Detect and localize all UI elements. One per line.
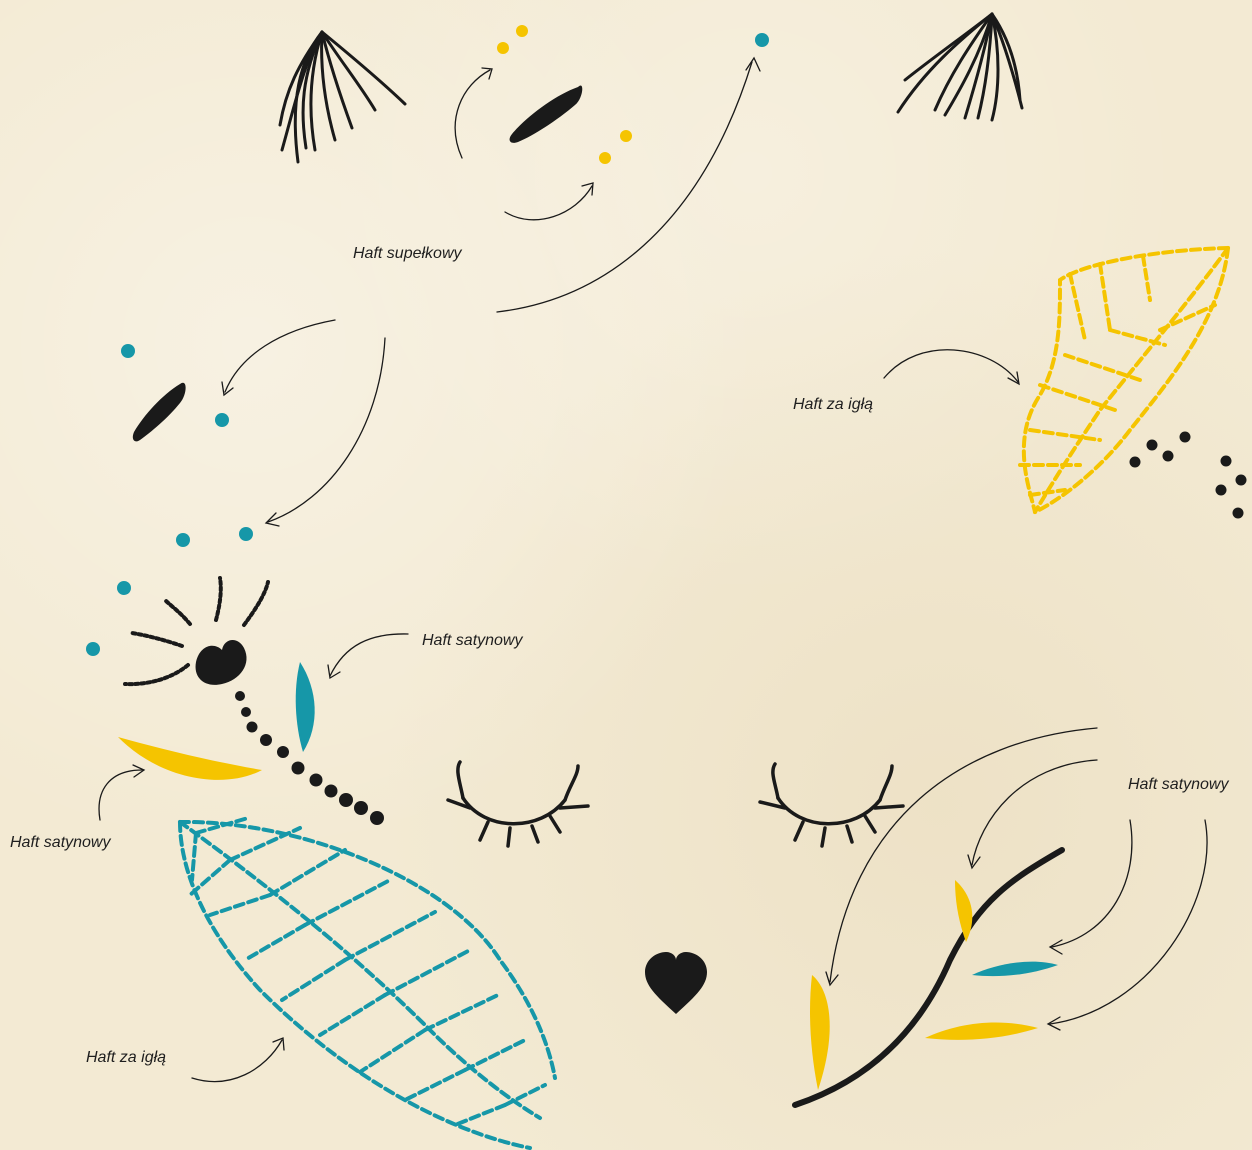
right-ear-tuft xyxy=(898,14,1022,120)
yellow-backstitch-leaf xyxy=(1020,248,1228,512)
left-teal-dots xyxy=(86,344,253,656)
right-closed-eye xyxy=(760,764,903,846)
branch-yellow-leaf-left xyxy=(810,975,830,1090)
label-satin-left-upper: Haft satynowy xyxy=(422,632,522,650)
left-ear-tuft xyxy=(280,32,405,162)
right-black-dots xyxy=(1130,432,1247,519)
branch-yellow-leaf-lower xyxy=(925,1023,1038,1040)
label-satin-right: Haft satynowy xyxy=(1128,776,1228,794)
black-bud xyxy=(196,640,247,685)
label-satin-left-lower: Haft satynowy xyxy=(10,834,110,852)
left-closed-eye xyxy=(448,762,588,846)
label-backstitch-right: Haft za igłą xyxy=(793,396,873,414)
left-teal-satin-leaf xyxy=(296,662,315,752)
heart-nose xyxy=(645,952,707,1014)
branch-teal-leaf xyxy=(972,962,1058,977)
branch-yellow-leaf-upper xyxy=(955,880,972,942)
top-teal-dot xyxy=(755,33,769,47)
label-french-knot: Haft supełkowy xyxy=(353,245,462,263)
top-black-teardrop xyxy=(510,85,583,142)
teal-backstitch-leaf xyxy=(180,818,555,1148)
annotation-arrows xyxy=(99,58,1207,1082)
label-backstitch-left: Haft za igłą xyxy=(86,1049,166,1067)
black-branch xyxy=(795,850,1062,1105)
left-black-teardrop xyxy=(133,383,186,442)
